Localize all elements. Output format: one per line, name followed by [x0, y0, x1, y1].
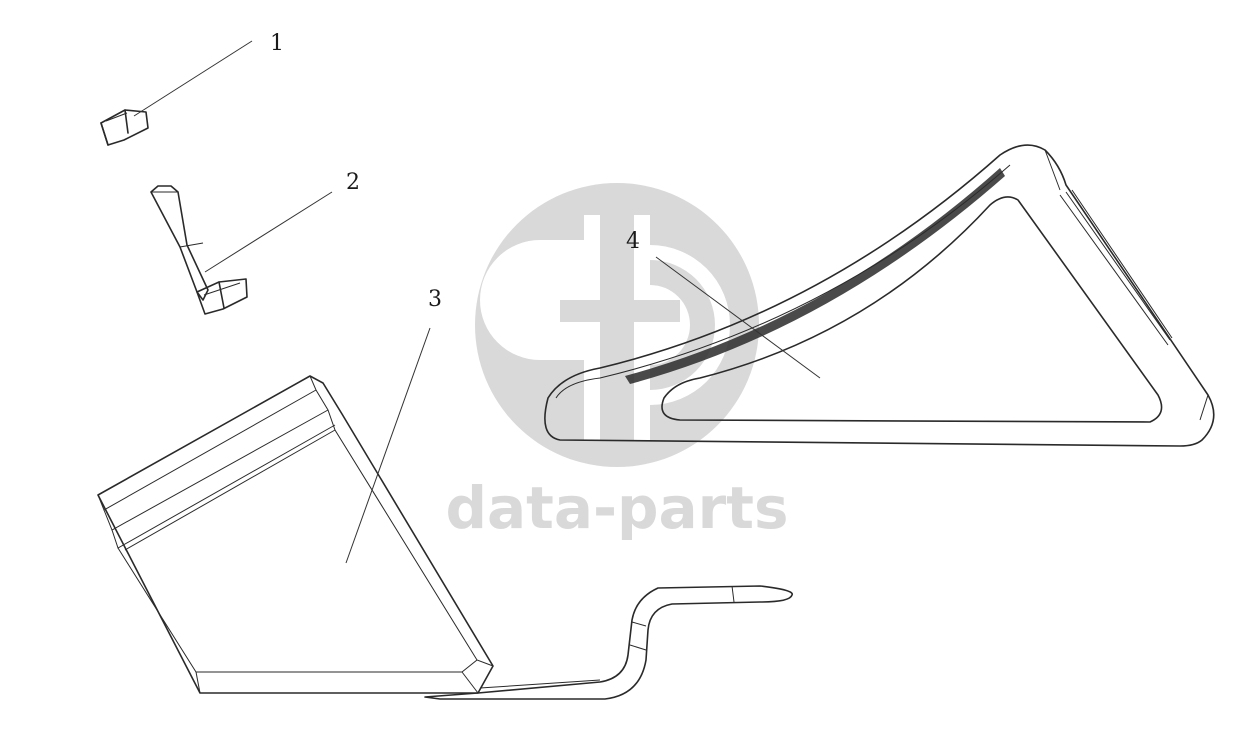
part-3-label: 3: [428, 287, 442, 312]
part-1-leader-line: [133, 40, 253, 117]
watermark-text: data-parts: [445, 474, 788, 542]
watermark-logo: [475, 183, 759, 467]
part-2-leader-line: [204, 191, 333, 273]
part-3-leader-line: [345, 327, 431, 564]
part-1-nut: [100, 109, 149, 146]
part-1-label: 1: [270, 31, 284, 56]
part-3-bracket: [97, 375, 793, 700]
part-4-leader-line: [655, 256, 821, 379]
part-4-gusset: [544, 144, 1215, 447]
part-2-bolt: [150, 185, 248, 315]
part-2-label: 2: [346, 170, 360, 195]
part-4-label: 4: [626, 229, 640, 254]
